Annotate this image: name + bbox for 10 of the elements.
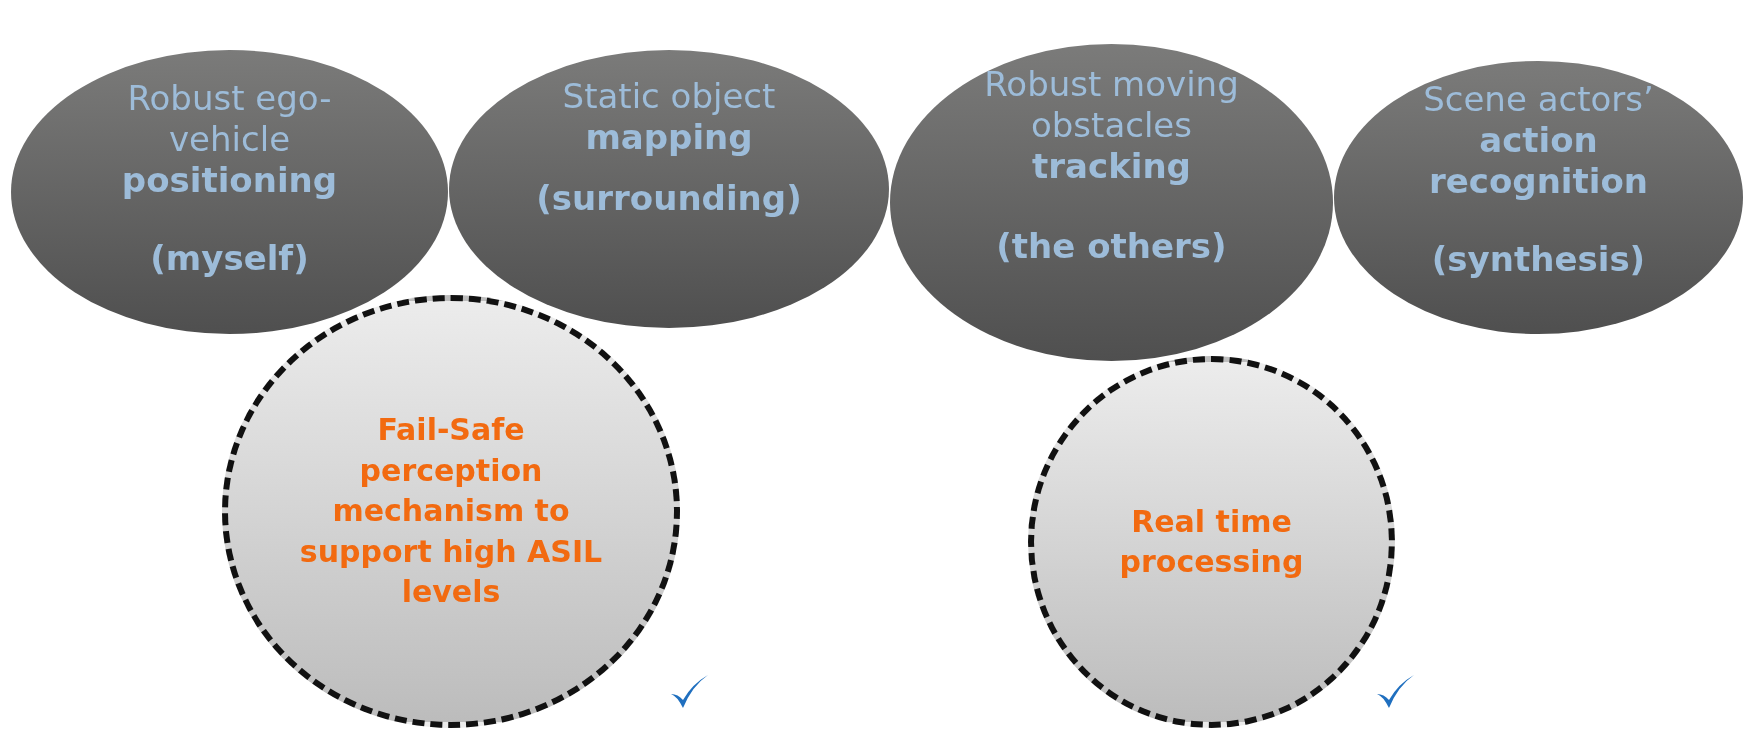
node-subtitle: (the others)	[995, 226, 1228, 268]
node-title: Fail-Safe perception mechanism to support high ASIL levels	[298, 411, 604, 612]
node-title: Robust ego-vehicle positioning	[120, 78, 339, 201]
node-title: Real time processing	[1118, 502, 1305, 581]
node-title: Scene actors’ action recognition	[1422, 79, 1655, 202]
node-title: Static object mapping	[561, 76, 777, 158]
node-subtitle: (surrounding)	[535, 177, 803, 219]
node-subtitle: (myself)	[149, 238, 310, 280]
node-subtitle: (synthesis)	[1430, 239, 1647, 281]
node-title: Robust moving obstacles tracking	[983, 64, 1240, 187]
